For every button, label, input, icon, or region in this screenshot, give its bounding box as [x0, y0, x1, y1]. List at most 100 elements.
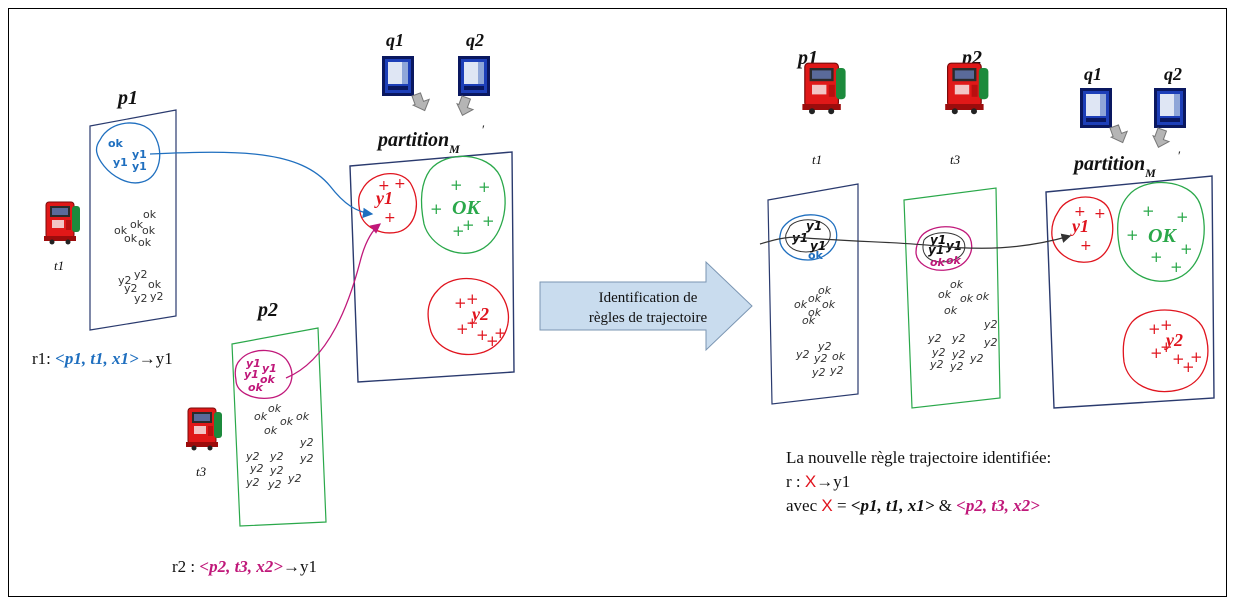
mark: y2 [969, 352, 984, 365]
label-t3: t3 [196, 464, 207, 479]
label-p1: p1 [116, 87, 138, 109]
cluster-p1-y1-b: y1 [113, 156, 128, 169]
mark: ok [832, 350, 846, 363]
mark: y2 [951, 348, 966, 361]
cluster-p2-ok-a: ok [260, 373, 276, 386]
label-q1-left: q1 [386, 30, 404, 50]
mark: ok [808, 292, 822, 305]
right-label-q2: q2 [1164, 64, 1182, 84]
plus: + [476, 326, 489, 344]
partition-left-y2-plus: + + + + + + + [454, 290, 507, 350]
right-cluster-p1-outer [779, 214, 838, 261]
label-q2-left: q2 [466, 30, 484, 50]
right-marks-p2-ok: ok ok ok ok ok [938, 278, 990, 317]
rule-line3-x: X [821, 496, 832, 515]
plus: + [1180, 240, 1193, 258]
server-q2-left-icon [458, 56, 490, 96]
mark: y2 [245, 476, 260, 489]
mark: ok [138, 236, 152, 249]
mark: ok [808, 306, 822, 319]
mark: y2 [951, 332, 966, 345]
right-label-t1: t1 [812, 152, 822, 167]
rule-r1-tuple: <p1, t1, x1> [55, 349, 139, 368]
mark: y2 [267, 478, 282, 491]
trajectory-connector [759, 233, 1072, 249]
right-gray-arrow-b-icon [1152, 127, 1171, 149]
process-arrow-line2: règles de trajectoire [589, 310, 708, 326]
partition-prime-left: ′ [482, 122, 485, 137]
plus: + [1172, 350, 1185, 368]
connector-p2-to-y1 [285, 223, 382, 379]
right-partition-prime: ′ [1178, 148, 1181, 163]
mark: ok [130, 218, 144, 231]
process-arrow [539, 260, 753, 352]
partition-left-ok-blob [420, 155, 506, 254]
mark: y2 [931, 346, 946, 359]
plus: + [1148, 320, 1161, 338]
plus: + [478, 178, 491, 196]
partition-sub: M [1144, 166, 1156, 180]
mark: ok [280, 415, 294, 428]
plus: + [1126, 226, 1139, 244]
mark: ok [938, 288, 952, 301]
mark: y2 [929, 358, 944, 371]
plus: + [1150, 344, 1163, 362]
panel-p1 [89, 109, 177, 331]
plus: + [456, 320, 469, 338]
right-cluster-p1-labels: y1 y1 y1 [792, 219, 826, 253]
atm-t1-icon [43, 201, 81, 245]
cluster-p1-y1-a: y1 [132, 148, 147, 161]
label-partition-left: partitionM [376, 129, 460, 156]
mark: y2 [949, 360, 964, 373]
plus: + [1142, 202, 1155, 220]
rule-line2-suffix: →y1 [816, 472, 850, 491]
right-cluster-p2-y1-b: y1 [946, 239, 962, 253]
marks-p2-ok: ok ok ok ok ok [254, 402, 310, 437]
partition-right-y2-label: y2 [1164, 330, 1183, 350]
partition-left-ok-label: OK [452, 197, 481, 219]
mark: ok [254, 410, 268, 423]
plus: + [378, 178, 390, 194]
mark: ok [148, 278, 162, 291]
mark: ok [114, 224, 128, 237]
mark: ok [818, 284, 832, 297]
partition-word: partition [376, 129, 449, 151]
mark: y2 [813, 352, 828, 365]
marks-p2-y2: y2 y2 y2 y2 y2 y2 y2 y2 y2 [245, 436, 314, 491]
mark: ok [802, 314, 816, 327]
mark: y2 [811, 366, 826, 379]
mark: y2 [817, 340, 832, 353]
plus: + [1176, 208, 1189, 226]
rule-line3-prefix: avec [786, 496, 821, 515]
gray-arrow-left-b-icon [456, 95, 475, 117]
rule-line3-eq: = [833, 496, 851, 515]
mark: y2 [118, 274, 132, 287]
right-label-t3: t3 [950, 152, 961, 167]
gray-arrow-left-a-icon [411, 92, 431, 112]
partition-right-y2-plus: + + + + + + + [1148, 316, 1203, 376]
rule-text-line2: r : X→y1 [786, 472, 850, 491]
right-cluster-p1-ok: ok [808, 249, 824, 262]
mark: ok [142, 224, 156, 237]
right-cluster-p2-inner [922, 232, 966, 263]
rule-line3-tuple1: <p1, t1, x1> [851, 496, 935, 515]
plus: + [430, 200, 443, 218]
cluster-p2-labels: y1 y1 y1 ok ok [244, 357, 277, 394]
right-panel-p2 [903, 187, 1001, 409]
mark: y2 [299, 436, 314, 449]
right-cluster-p1-y1-c: y1 [810, 239, 826, 253]
mark: y2 [299, 452, 314, 465]
plus: + [394, 176, 406, 192]
mark: y2 [983, 318, 998, 331]
partition-right-y1-label: y1 [1070, 216, 1089, 236]
plus: + [1094, 206, 1106, 222]
mark: ok [794, 298, 808, 311]
panel-p2 [231, 327, 327, 527]
partition-panel-right [1045, 175, 1215, 409]
mark: ok [143, 208, 157, 221]
right-cluster-p1-inner [785, 219, 831, 253]
mark: y2 [245, 450, 260, 463]
partition-sub: M [448, 142, 460, 156]
right-cluster-p2-ok-b: ok [946, 254, 962, 267]
